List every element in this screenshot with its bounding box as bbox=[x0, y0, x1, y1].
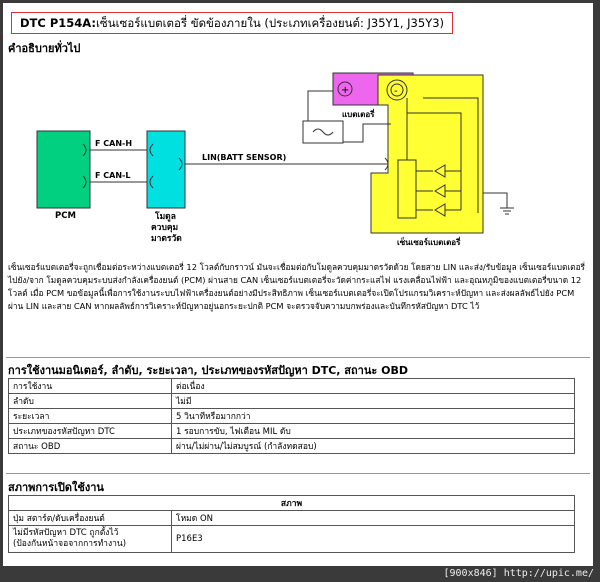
dtc-code: DTC P154A: bbox=[20, 16, 96, 30]
document-page: DTC P154A:เซ็นเซอร์แบตเตอรี่ ขัดข้องภายใ… bbox=[3, 3, 593, 566]
table-row: ไม่มีรหัสปัญหา DTC ถูกตั้งไว้(ป้องกันหน้… bbox=[8, 525, 575, 553]
battery-sensor-box bbox=[370, 74, 484, 234]
table-row: ลำดับไม่มี bbox=[8, 393, 575, 409]
lin-label: LIN(BATT SENSOR) bbox=[202, 153, 286, 162]
battery-minus: - bbox=[394, 86, 398, 97]
dtc-title: DTC P154A:เซ็นเซอร์แบตเตอรี่ ขัดข้องภายใ… bbox=[11, 12, 454, 34]
pcm-label: PCM bbox=[55, 211, 76, 221]
image-host-watermark: [900x846] http://upic.me/ bbox=[443, 568, 594, 579]
fcan-l-label: F CAN-L bbox=[95, 171, 130, 180]
monitor-heading: การใช้งานมอนิเตอร์, ลำดับ, ระยะเวลา, ประ… bbox=[8, 364, 408, 377]
battery-sensor-label: เซ็นเซอร์แบตเตอรี่ bbox=[397, 236, 461, 247]
battery-plus: + bbox=[341, 85, 349, 96]
table-row: ปุ่ม สตาร์ต/ดับเครื่องยนต์โหมด ON bbox=[8, 510, 575, 526]
divider bbox=[6, 473, 590, 474]
table-row: สภาพ bbox=[8, 495, 575, 511]
circuit-diagram: PCM โมดูล ควบคุม มาตรวัด F CAN-H F CAN-L… bbox=[36, 72, 514, 247]
gateway-label-2: ควบคุม bbox=[151, 223, 178, 233]
gateway-label-3: มาตรวัด bbox=[151, 233, 182, 244]
enable-heading: สภาพการเปิดใช้งาน bbox=[8, 481, 104, 494]
pcm-box bbox=[36, 130, 91, 209]
battery-label: แบตเตอรี่ bbox=[342, 108, 375, 119]
condition-line-2: (ป้องกันหน้าจอจากการทำงาน) bbox=[13, 539, 127, 549]
gateway-label-1: โมดูล bbox=[154, 211, 176, 222]
fcan-h-label: F CAN-H bbox=[95, 139, 132, 148]
condition-line-1: ไม่มีรหัสปัญหา DTC ถูกตั้งไว้ bbox=[13, 528, 119, 538]
enable-conditions-table: สภาพ ปุ่ม สตาร์ต/ดับเครื่องยนต์โหมด ON ไ… bbox=[8, 495, 575, 553]
table-row: การใช้งานต่อเนื่อง bbox=[8, 378, 575, 394]
general-heading: คำอธิบายทั่วไป bbox=[8, 42, 81, 55]
general-description: เซ็นเซอร์แบตเตอรี่จะถูกเชื่อมต่อระหว่างแ… bbox=[8, 262, 586, 311]
dtc-title-text: เซ็นเซอร์แบตเตอรี่ ขัดข้องภายใน (ประเภทเ… bbox=[95, 16, 445, 30]
gateway-module-box bbox=[146, 130, 186, 209]
divider bbox=[6, 357, 590, 358]
